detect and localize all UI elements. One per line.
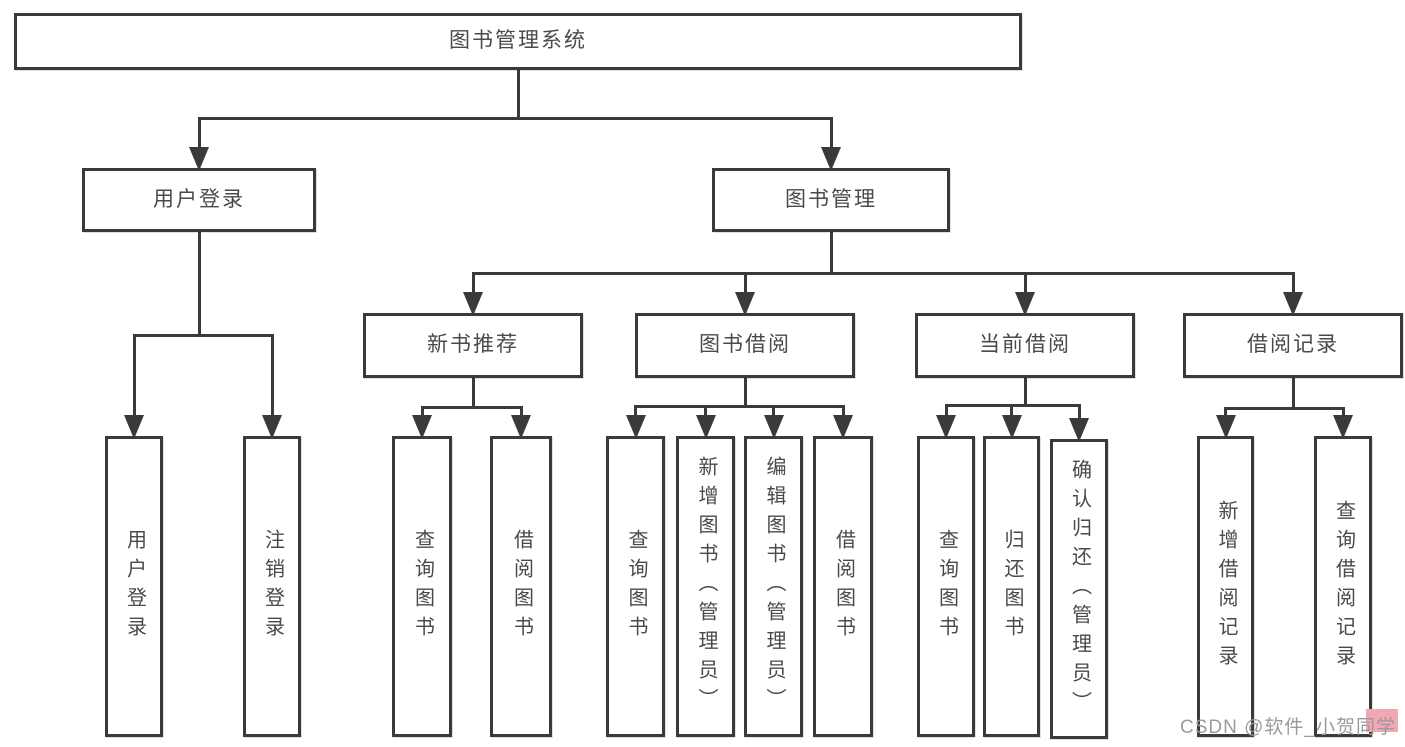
connector-branch [471, 271, 1295, 275]
connector-drop [1010, 405, 1013, 418]
node-label-col-user-login: 用户登录 [123, 528, 146, 645]
node-book-mgmt: 图书管理 [712, 168, 950, 232]
connector-drop [944, 405, 948, 418]
arrow-down-icon [833, 415, 853, 439]
arrow-down-icon [1215, 415, 1236, 439]
connector-stem [197, 231, 201, 337]
node-bor-borrow-book: 借阅图书 [813, 436, 873, 737]
arrow-down-icon [1001, 415, 1022, 439]
connector-stem [516, 69, 520, 120]
node-label-rec-query-book: 查询图书 [411, 528, 434, 645]
node-current-borrow: 当前借阅 [915, 313, 1135, 378]
node-label-current-borrow: 当前借阅 [979, 333, 1071, 357]
arrow-down-icon [1069, 418, 1089, 442]
node-rec-query-book: 查询图书 [392, 436, 452, 737]
connector-drop [841, 406, 845, 418]
connector-drop [743, 273, 747, 295]
connector-drop [197, 118, 201, 150]
arrow-down-icon [1333, 415, 1353, 439]
node-label-bor-edit-book: 编辑图书（管理员） [763, 456, 785, 717]
watermark: CSDN @软件_小贺同学 [1180, 717, 1396, 738]
node-label-his-add-record: 新增借阅记录 [1215, 499, 1237, 674]
node-label-bor-query-book: 查询图书 [625, 528, 647, 645]
connector-drop [270, 335, 274, 418]
arrow-down-icon [695, 415, 716, 439]
arrow-down-icon [262, 415, 282, 439]
connector-drop [519, 407, 523, 418]
node-label-bor-borrow-book: 借阅图书 [832, 528, 855, 645]
arrow-down-icon [936, 415, 956, 439]
node-label-his-query-record: 查询借阅记录 [1332, 499, 1355, 674]
node-bor-query-book: 查询图书 [606, 436, 665, 737]
arrow-down-icon [1283, 292, 1303, 316]
node-label-rec-borrow-book: 借阅图书 [510, 528, 533, 645]
node-cur-confirm-return: 确认归还（管理员） [1050, 439, 1108, 739]
connector-drop [420, 407, 424, 418]
connector-stem [829, 231, 833, 275]
connector-branch [634, 404, 845, 408]
node-label-cur-query-book: 查询图书 [935, 528, 958, 645]
connector-drop [829, 118, 833, 150]
arrow-down-icon [189, 147, 209, 171]
arrow-down-icon [821, 147, 841, 171]
node-cur-query-book: 查询图书 [917, 436, 975, 737]
connector-branch [197, 116, 833, 120]
connector-drop [1077, 405, 1081, 421]
connector-stem [471, 377, 475, 409]
node-his-add-record: 新增借阅记录 [1197, 436, 1254, 737]
node-label-bor-add-book: 新增图书（管理员） [695, 456, 717, 717]
node-his-query-record: 查询借阅记录 [1314, 436, 1372, 737]
node-label-root: 图书管理系统 [449, 29, 587, 53]
connector-drop [1224, 408, 1227, 418]
arrow-down-icon [625, 415, 646, 439]
node-label-user-login: 用户登录 [153, 187, 245, 211]
arrow-down-icon [511, 415, 531, 439]
watermark-highlight [1366, 709, 1398, 732]
connector-branch [1224, 406, 1345, 410]
arrow-down-icon [1015, 292, 1035, 316]
node-col-user-login: 用户登录 [105, 436, 163, 737]
node-label-cur-confirm-return: 确认归还（管理员） [1068, 458, 1091, 720]
arrow-down-icon [412, 415, 432, 439]
node-col-logout: 注销登录 [243, 436, 301, 737]
node-cur-return-book: 归还图书 [983, 436, 1040, 737]
node-bor-edit-book: 编辑图书（管理员） [744, 436, 803, 737]
arrow-down-icon [124, 415, 144, 439]
connector-branch [132, 333, 274, 337]
node-book-borrow: 图书借阅 [635, 313, 855, 378]
node-rec-borrow-book: 借阅图书 [490, 436, 552, 737]
node-label-new-book-rec: 新书推荐 [427, 333, 519, 357]
connector-drop [772, 406, 775, 418]
connector-branch [420, 405, 523, 409]
connector-stem [1291, 377, 1295, 410]
node-label-book-mgmt: 图书管理 [785, 187, 877, 211]
arrow-down-icon [735, 292, 755, 316]
connector-drop [704, 406, 707, 418]
connector-drop [471, 273, 475, 295]
connector-drop [1023, 273, 1027, 295]
connector-drop [634, 406, 637, 418]
node-root: 图书管理系统 [14, 13, 1022, 70]
node-user-login: 用户登录 [82, 168, 316, 232]
connector-stem [743, 377, 747, 408]
node-label-book-borrow: 图书借阅 [699, 333, 791, 357]
node-label-borrow-records: 借阅记录 [1247, 333, 1339, 357]
connector-drop [132, 335, 136, 418]
node-bor-add-book: 新增图书（管理员） [676, 436, 735, 737]
node-new-book-rec: 新书推荐 [363, 313, 583, 378]
arrow-down-icon [763, 415, 784, 439]
arrow-down-icon [463, 292, 483, 316]
node-label-cur-return-book: 归还图书 [1001, 528, 1023, 645]
connector-drop [1341, 408, 1345, 418]
connector-drop [1291, 273, 1295, 295]
node-label-col-logout: 注销登录 [261, 528, 284, 645]
node-borrow-records: 借阅记录 [1183, 313, 1403, 378]
connector-stem [1023, 377, 1027, 407]
